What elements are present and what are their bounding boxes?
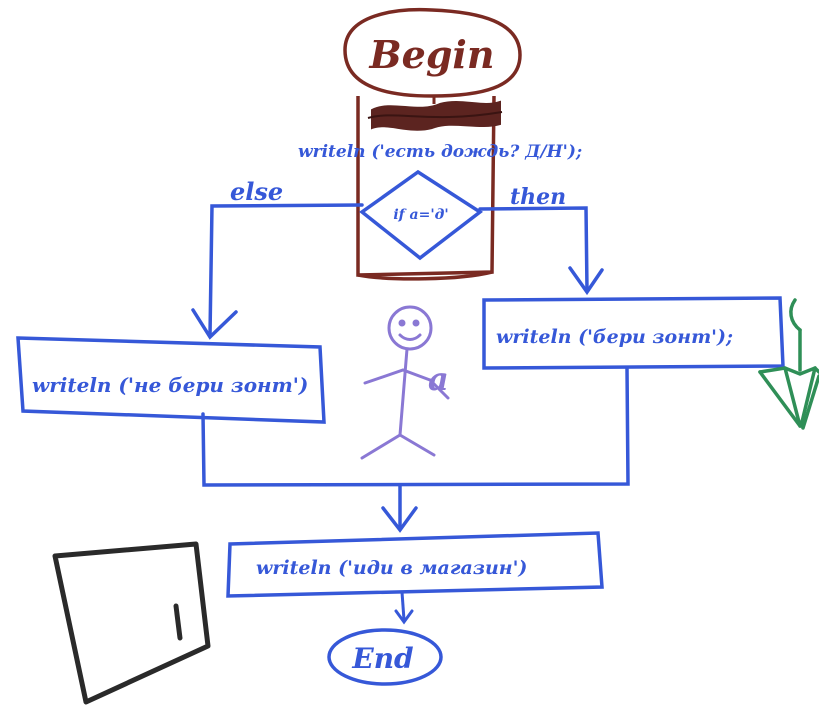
end-terminal: End: [327, 628, 443, 686]
then-action-box: writeln ('бери зонт');: [482, 296, 785, 370]
merge-connector: [201, 366, 630, 533]
begin-oval: [343, 7, 522, 98]
else-label: else: [230, 177, 283, 206]
stick-figure-drawing: [360, 305, 450, 460]
else-branch-connector: [191, 203, 364, 340]
else-action-label: writeln ('не бери зонт'): [32, 373, 308, 397]
door-drawing: [52, 541, 211, 705]
prompt-statement: writeln ('есть дождь? Д/Н');: [298, 142, 582, 162]
condition-label: if a='д': [393, 207, 448, 223]
end-connector: [394, 590, 414, 625]
final-action-label: writeln ('иди в магазин'): [256, 557, 527, 579]
begin-terminal: Begin: [343, 7, 522, 98]
umbrella-drawing: [758, 298, 819, 430]
end-label: End: [351, 642, 413, 675]
brown-container-block: [356, 95, 503, 281]
then-action-label: writeln ('бери зонт');: [496, 326, 733, 348]
then-branch-connector: [478, 206, 604, 296]
variable-a-label: a: [428, 360, 449, 398]
final-action-box: writeln ('иди в магазин'): [226, 531, 604, 598]
decision-diamond: if a='д': [359, 169, 484, 261]
else-action-box: writeln ('не бери зонт'): [16, 336, 326, 424]
scribbled-out-text: [371, 100, 501, 131]
begin-label: Begin: [369, 32, 495, 77]
then-label: then: [510, 184, 566, 210]
